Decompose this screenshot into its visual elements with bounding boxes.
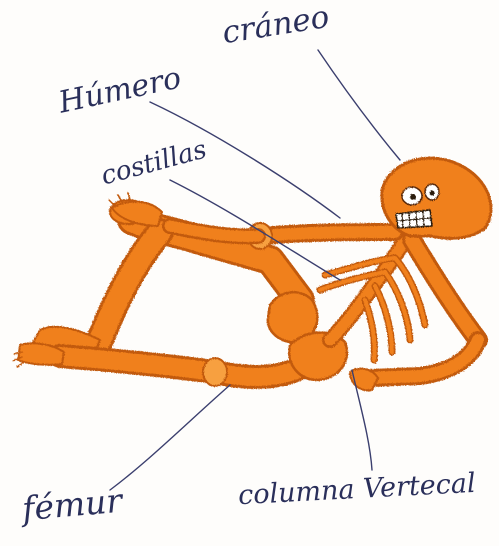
label-femur: fémur — [21, 484, 124, 526]
craneo-leader-line — [318, 50, 400, 160]
skull — [382, 158, 491, 238]
femur-leader-line — [110, 385, 230, 490]
front-leg — [13, 343, 300, 386]
